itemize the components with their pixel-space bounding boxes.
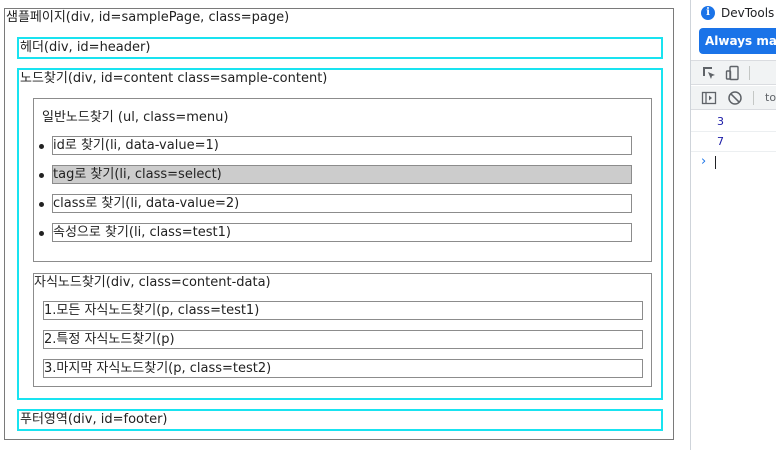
menu-box: 일반노드찾기 (ul, class=menu) id로 찾기(li, data-… [33, 98, 652, 262]
devtools-infobar: i DevTools is [701, 6, 776, 22]
console-line: 7 [691, 132, 776, 152]
toolbar-divider [753, 91, 754, 105]
menu-item-label: class로 찾기(li, data-value=2) [53, 196, 240, 211]
content-label: 노드찾기(div, id=content class=sample-conten… [20, 71, 328, 86]
sidebar-toggle-icon[interactable] [701, 90, 717, 106]
devtools-toolbar: E [691, 61, 776, 85]
always-match-button[interactable]: Always match [699, 28, 776, 54]
console-value: 7 [717, 135, 724, 148]
menu-item-class[interactable]: class로 찾기(li, data-value=2) [39, 194, 632, 213]
menu-item-tag[interactable]: tag로 찾기(li, class=select) [39, 165, 632, 184]
divider [691, 60, 776, 61]
info-icon: i [701, 6, 715, 20]
console-prompt-icon: › [701, 154, 707, 169]
bullet-icon [39, 231, 44, 236]
paragraph-label: 2.특정 자식노드찾기(p) [44, 332, 175, 347]
paragraph-label: 1.모든 자식노드찾기(p, class=test1) [44, 303, 260, 318]
menu-item-attribute[interactable]: 속성으로 찾기(li, class=test1) [39, 223, 632, 242]
content-section: 노드찾기(div, id=content class=sample-conten… [17, 68, 663, 400]
paragraph-item: 1.모든 자식노드찾기(p, class=test1) [43, 301, 643, 320]
footer-section: 푸터영역(div, id=footer) [17, 409, 663, 431]
toolbar-divider [749, 66, 750, 80]
bullet-icon [39, 144, 44, 149]
console-toolbar: to [691, 86, 776, 110]
menu-item-label: id로 찾기(li, data-value=1) [53, 138, 219, 153]
content-data-box: 자식노드찾기(div, class=content-data) 1.모든 자식노… [33, 273, 652, 387]
sample-page: 샘플페이지(div, id=samplePage, class=page) 헤더… [4, 8, 674, 440]
menu-item-label: tag로 찾기(li, class=select) [53, 167, 222, 182]
page-title: 샘플페이지(div, id=samplePage, class=page) [6, 10, 290, 25]
console-line: 3 [691, 112, 776, 132]
device-toolbar-icon[interactable] [725, 65, 741, 81]
devtools-panel: i DevTools is Always match E to 3 7 [690, 0, 776, 450]
bullet-icon [39, 202, 44, 207]
clear-console-icon[interactable] [727, 90, 743, 106]
footer-label: 푸터영역(div, id=footer) [20, 412, 168, 427]
inspect-element-icon[interactable] [701, 65, 717, 81]
console-input[interactable] [715, 156, 716, 169]
paragraph-item: 3.마지막 자식노드찾기(p, class=test2) [43, 359, 643, 378]
menu-title: 일반노드찾기 (ul, class=menu) [42, 110, 229, 125]
content-data-title: 자식노드찾기(div, class=content-data) [34, 275, 271, 290]
paragraph-label: 3.마지막 자식노드찾기(p, class=test2) [44, 361, 272, 376]
menu-item-id[interactable]: id로 찾기(li, data-value=1) [39, 136, 632, 155]
header-label: 헤더(div, id=header) [20, 40, 151, 55]
bullet-icon [39, 173, 44, 178]
context-selector-partial[interactable]: to [765, 91, 776, 104]
paragraph-item: 2.특정 자식노드찾기(p) [43, 330, 643, 349]
devtools-infobar-text: DevTools is [721, 6, 776, 20]
menu-item-label: 속성으로 찾기(li, class=test1) [53, 225, 231, 240]
console-value: 3 [717, 115, 724, 128]
header-section: 헤더(div, id=header) [17, 37, 663, 59]
